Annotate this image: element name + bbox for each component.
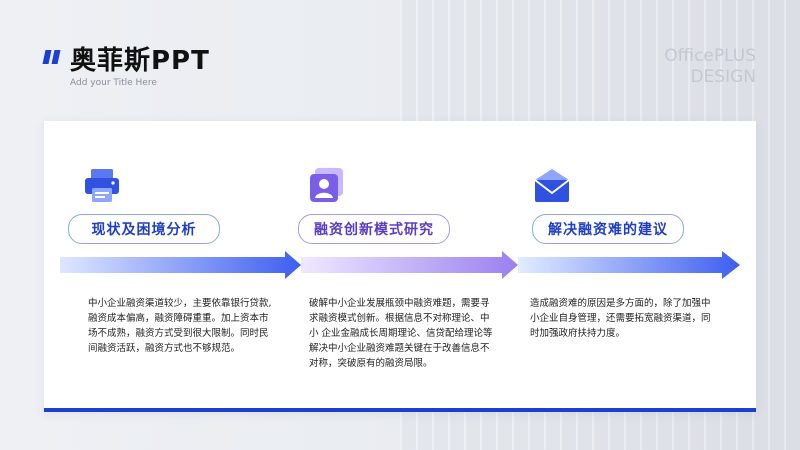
page-title: 奥菲斯PPT bbox=[70, 46, 210, 76]
brand-mark-icon bbox=[42, 50, 62, 64]
envelope-icon bbox=[534, 169, 570, 202]
watermark: OfficePLUS DESIGN bbox=[664, 46, 756, 88]
printer-icon bbox=[85, 169, 119, 202]
watermark-line2: DESIGN bbox=[690, 67, 756, 87]
step-2-description: 破解中小企业发展瓶颈中融资难题，需要寻 求融资模式创新。根据信息不对称理论、中 … bbox=[309, 298, 493, 369]
step-1-title-pill: 现状及困境分析 bbox=[68, 214, 220, 244]
step-3-title-pill: 解决融资难的建议 bbox=[532, 214, 684, 244]
arrow-segment-1 bbox=[60, 251, 301, 279]
progress-arrow-band bbox=[60, 251, 740, 279]
page-subtitle: Add your Title Here bbox=[70, 78, 157, 88]
arrow-segment-2 bbox=[301, 251, 518, 279]
user-card-icon bbox=[310, 168, 343, 202]
step-2-title-pill: 融资创新模式研究 bbox=[298, 214, 450, 244]
watermark-line1: OfficePLUS bbox=[664, 46, 756, 66]
arrow-segment-3 bbox=[518, 251, 740, 279]
step-3-description: 造成融资难的原因是多方面的，除了加强中 小企业自身管理，还需要拓宽融资渠道，同 … bbox=[530, 298, 711, 339]
step-1-description: 中小企业融资渠道较少，主要依靠银行贷款, 融资成本偏高，融资障碍重重。加上资本市… bbox=[88, 298, 272, 354]
